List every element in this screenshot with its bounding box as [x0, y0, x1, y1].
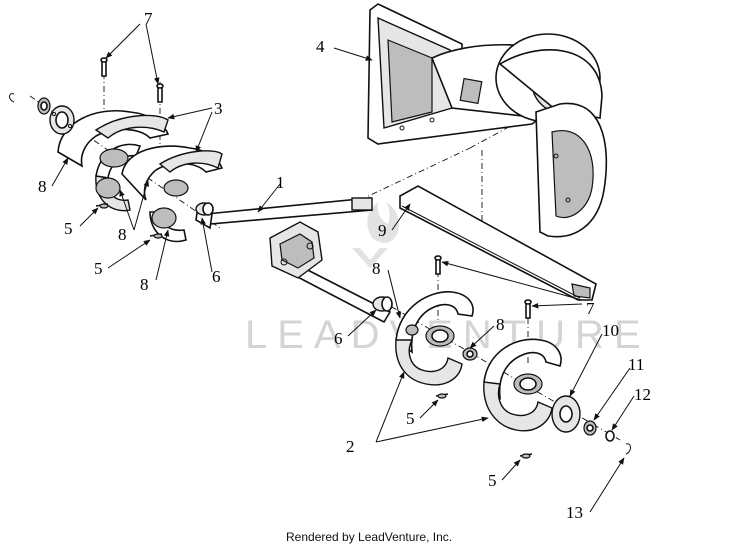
callout-13: 13	[566, 503, 583, 522]
auger-shaft	[195, 197, 392, 324]
hub-bearing-right	[551, 395, 631, 455]
mounting-bar	[399, 185, 597, 301]
callout-6-left: 6	[212, 267, 221, 286]
callout-4: 4	[316, 37, 325, 56]
bearings-right	[405, 324, 478, 361]
auger-housing	[367, 3, 608, 238]
callout-8-left: 8	[38, 177, 47, 196]
callout-1: 1	[276, 173, 285, 192]
callout-5-left-lower: 5	[94, 259, 103, 278]
callout-6-right: 6	[334, 329, 343, 348]
auger-right-inner	[395, 291, 474, 386]
callout-5-left-upper: 5	[64, 219, 73, 238]
shear-pins-left	[95, 203, 163, 239]
callout-3: 3	[214, 99, 223, 118]
bushing-left	[195, 202, 214, 216]
auger-left-lower	[121, 145, 224, 243]
shear-bolts-upper	[100, 57, 164, 103]
callout-11: 11	[628, 355, 644, 374]
callout-8-center: 8	[118, 225, 127, 244]
callout-8-right: 8	[496, 315, 505, 334]
callout-12: 12	[634, 385, 651, 404]
callout-labels: 7 3 4 8 5 8 5 8 6 1 9 8 6 8 7 10 11 12 5…	[38, 9, 651, 522]
bushing-right	[372, 296, 393, 312]
callout-8-shaft: 8	[372, 259, 381, 278]
hub-bearing-left	[9, 93, 75, 135]
callout-2: 2	[346, 437, 355, 456]
callout-7-right: 7	[586, 299, 595, 318]
shear-pins-right	[435, 393, 533, 459]
auger-right-outer	[483, 338, 562, 432]
callout-8-lower: 8	[140, 275, 149, 294]
callout-7-top: 7	[144, 9, 153, 28]
shear-bolts-lower	[434, 255, 532, 319]
callout-9: 9	[378, 221, 387, 240]
callout-5-right-upper: 5	[406, 409, 415, 428]
leader-lines	[51, 23, 635, 513]
footer-credit: Rendered by LeadVenture, Inc.	[286, 530, 452, 544]
callout-5-right-lower: 5	[488, 471, 497, 490]
callout-10: 10	[602, 321, 619, 340]
auger-left-upper	[57, 110, 170, 212]
